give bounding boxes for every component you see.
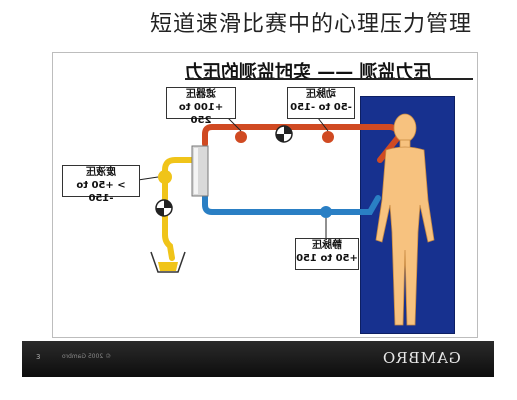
waste-bag-icon [150,251,186,273]
patient-figure [375,113,435,326]
inlet-sensor [158,170,172,184]
venous-pressure-label: 静脉压 +50 to 150 [295,238,359,270]
pre-filter-pressure-range: +100 to 250 [178,102,224,126]
pre-filter-pressure-label: 滤器压 +100 to 250 [166,87,236,126]
waste-pressure-label: 废液压 > +50 to -150 [62,165,140,204]
waste-pump-icon [155,199,173,217]
footer-page-number: 3 [36,353,41,361]
venous-pressure-name: 静脉压 [312,240,342,251]
arterial-line [202,124,404,163]
venous-pressure-range: +50 to 150 [296,253,358,264]
footer-copyright: © 2005 Gambro [62,353,112,360]
arterial-sensor [322,131,334,143]
venous-sensor [320,206,332,218]
pre-filter-sensor [235,131,247,143]
arterial-pressure-name: 动脉压 [306,89,336,100]
page-title: 短道速滑比赛中的心理压力管理 [150,12,473,37]
heading-underline [185,78,473,80]
pre-filter-pressure-name: 滤器压 [186,89,216,100]
waste-pressure-name: 废液压 [86,167,116,178]
venous-line [202,193,381,215]
waste-pressure-range: > +50 to -150 [76,180,126,204]
footer-brand-logo: GAMBRO [382,349,461,367]
slide-footer: 3 © 2005 Gambro GAMBRO [22,341,494,377]
arterial-pressure-range: -50 to -150 [290,102,352,113]
arterial-pressure-label: 动脉压 -50 to -150 [287,87,355,119]
arterial-pump-icon [275,125,293,143]
